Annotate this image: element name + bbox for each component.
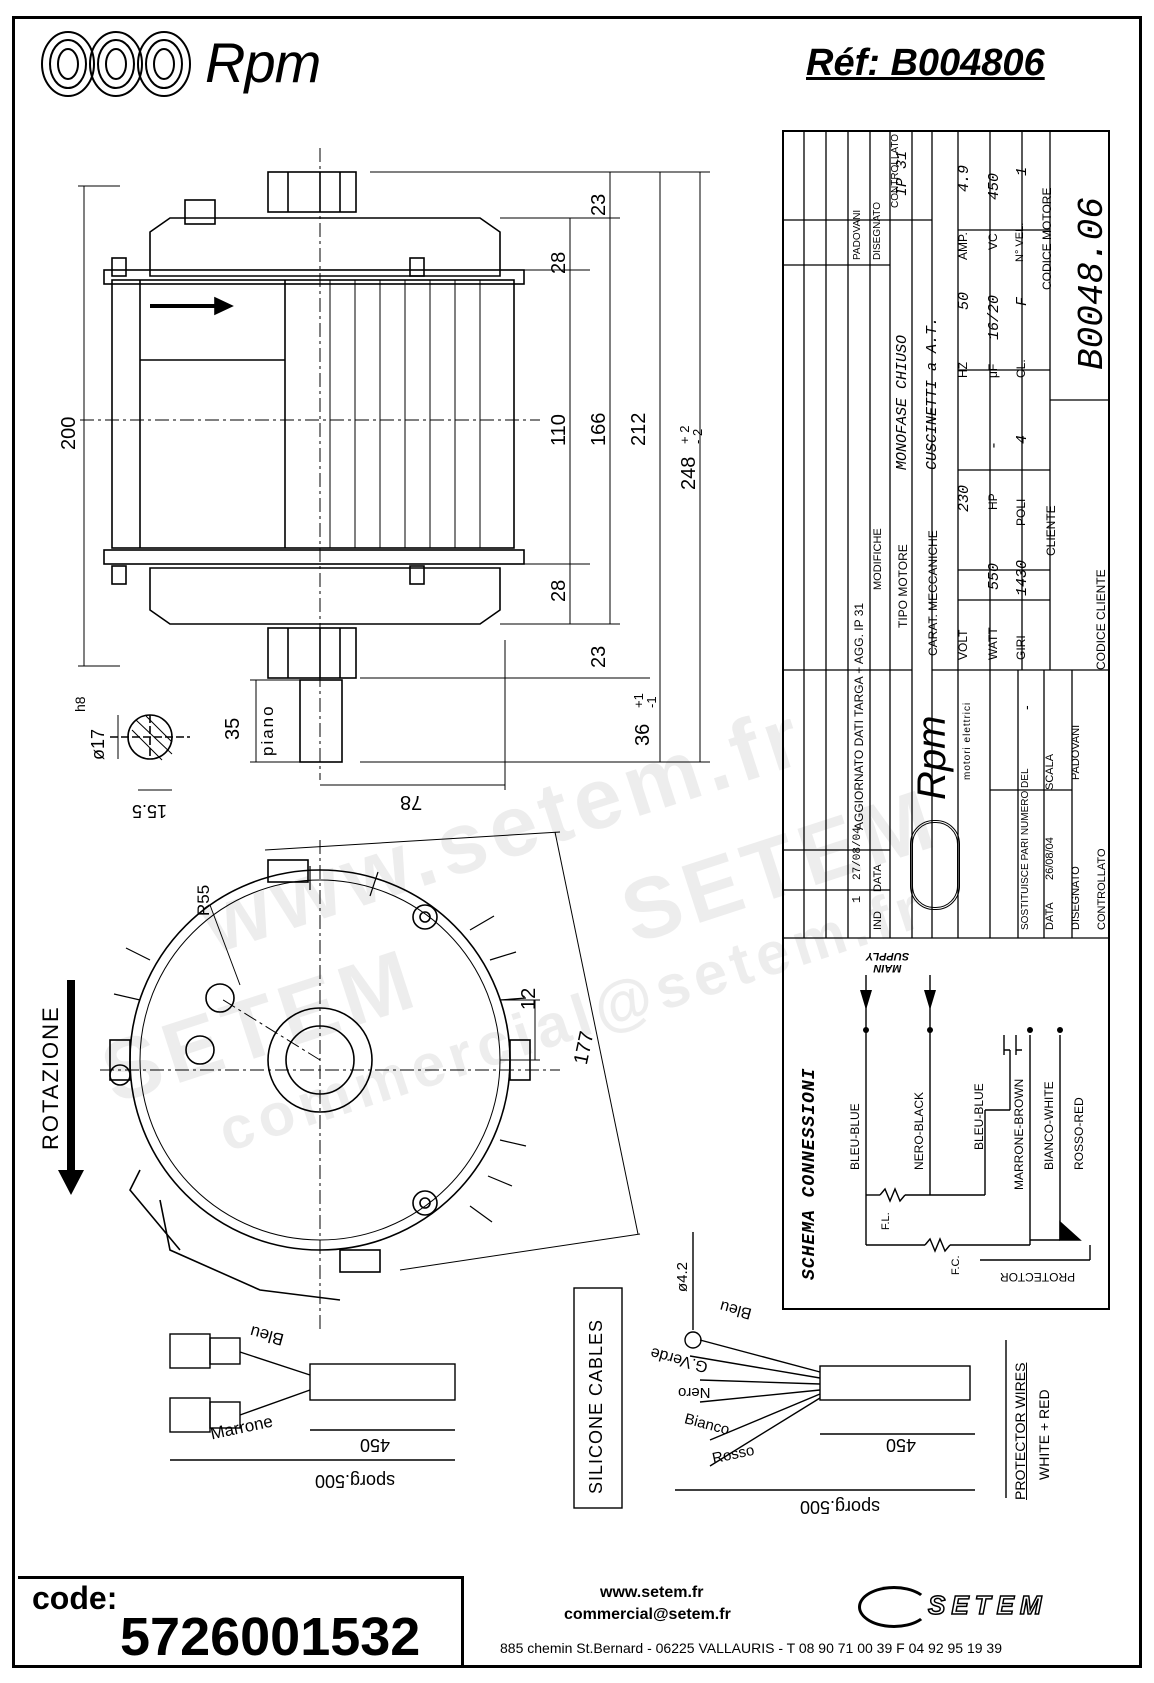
schema-wire-2: NERO-BLACK — [912, 1091, 926, 1170]
setem-swirl-icon — [858, 1586, 930, 1628]
tb-coil-icon — [910, 820, 960, 910]
footer-email[interactable]: commercial@setem.fr — [564, 1606, 731, 1623]
schema-main-supply: MAIN SUPPLY — [866, 950, 910, 974]
reference-number: Réf: B004806 — [806, 42, 1045, 84]
schema-wire-4: MARRONE-BROWN — [1012, 1078, 1026, 1190]
title-block — [782, 130, 1110, 1310]
schema-protector: PROTECTOR — [1000, 1270, 1076, 1284]
schema-fc: F.C. — [950, 1255, 962, 1275]
schema-wire-5: BIANCO-WHITE — [1042, 1081, 1056, 1170]
code-box — [18, 1576, 464, 1666]
cable-left-sporg: sporg.500 — [315, 1471, 396, 1491]
cable-dia-42: ø4.2 — [674, 1261, 691, 1292]
rpm-coil-logo — [41, 31, 191, 97]
protector-wires-label: PROTECTOR WIRES — [1012, 1362, 1028, 1500]
silicone-cables-label: SILICONE CABLES — [586, 1318, 606, 1494]
code-label: code: — [32, 1580, 118, 1616]
drawing-frame — [12, 16, 1142, 1668]
cable-right-450: 450 — [886, 1435, 917, 1455]
cable-right-nero: Nero — [678, 1384, 711, 1401]
schema-wire-1: BLEU-BLUE — [848, 1103, 862, 1170]
cable-right-sporg: sporg.500 — [800, 1497, 881, 1517]
cable-left-450: 450 — [360, 1435, 391, 1455]
white-red-label: WHITE + RED — [1036, 1389, 1052, 1480]
code-value: 5726001532 — [120, 1607, 421, 1667]
footer-web[interactable]: www.setem.fr — [600, 1584, 704, 1601]
footer-address: 885 chemin St.Bernard - 06225 VALLAURIS … — [500, 1640, 1002, 1656]
schema-fl: F.L. — [880, 1212, 892, 1230]
schema-wire-6: ROSSO-RED — [1072, 1097, 1086, 1170]
schema-title: SCHEMA CONNESSIONI — [800, 1067, 820, 1280]
schema-wire-3: BLEU-BLUE — [972, 1083, 986, 1150]
setem-logo: SETEM — [927, 1589, 1048, 1621]
brand-name: Rpm — [205, 31, 321, 94]
